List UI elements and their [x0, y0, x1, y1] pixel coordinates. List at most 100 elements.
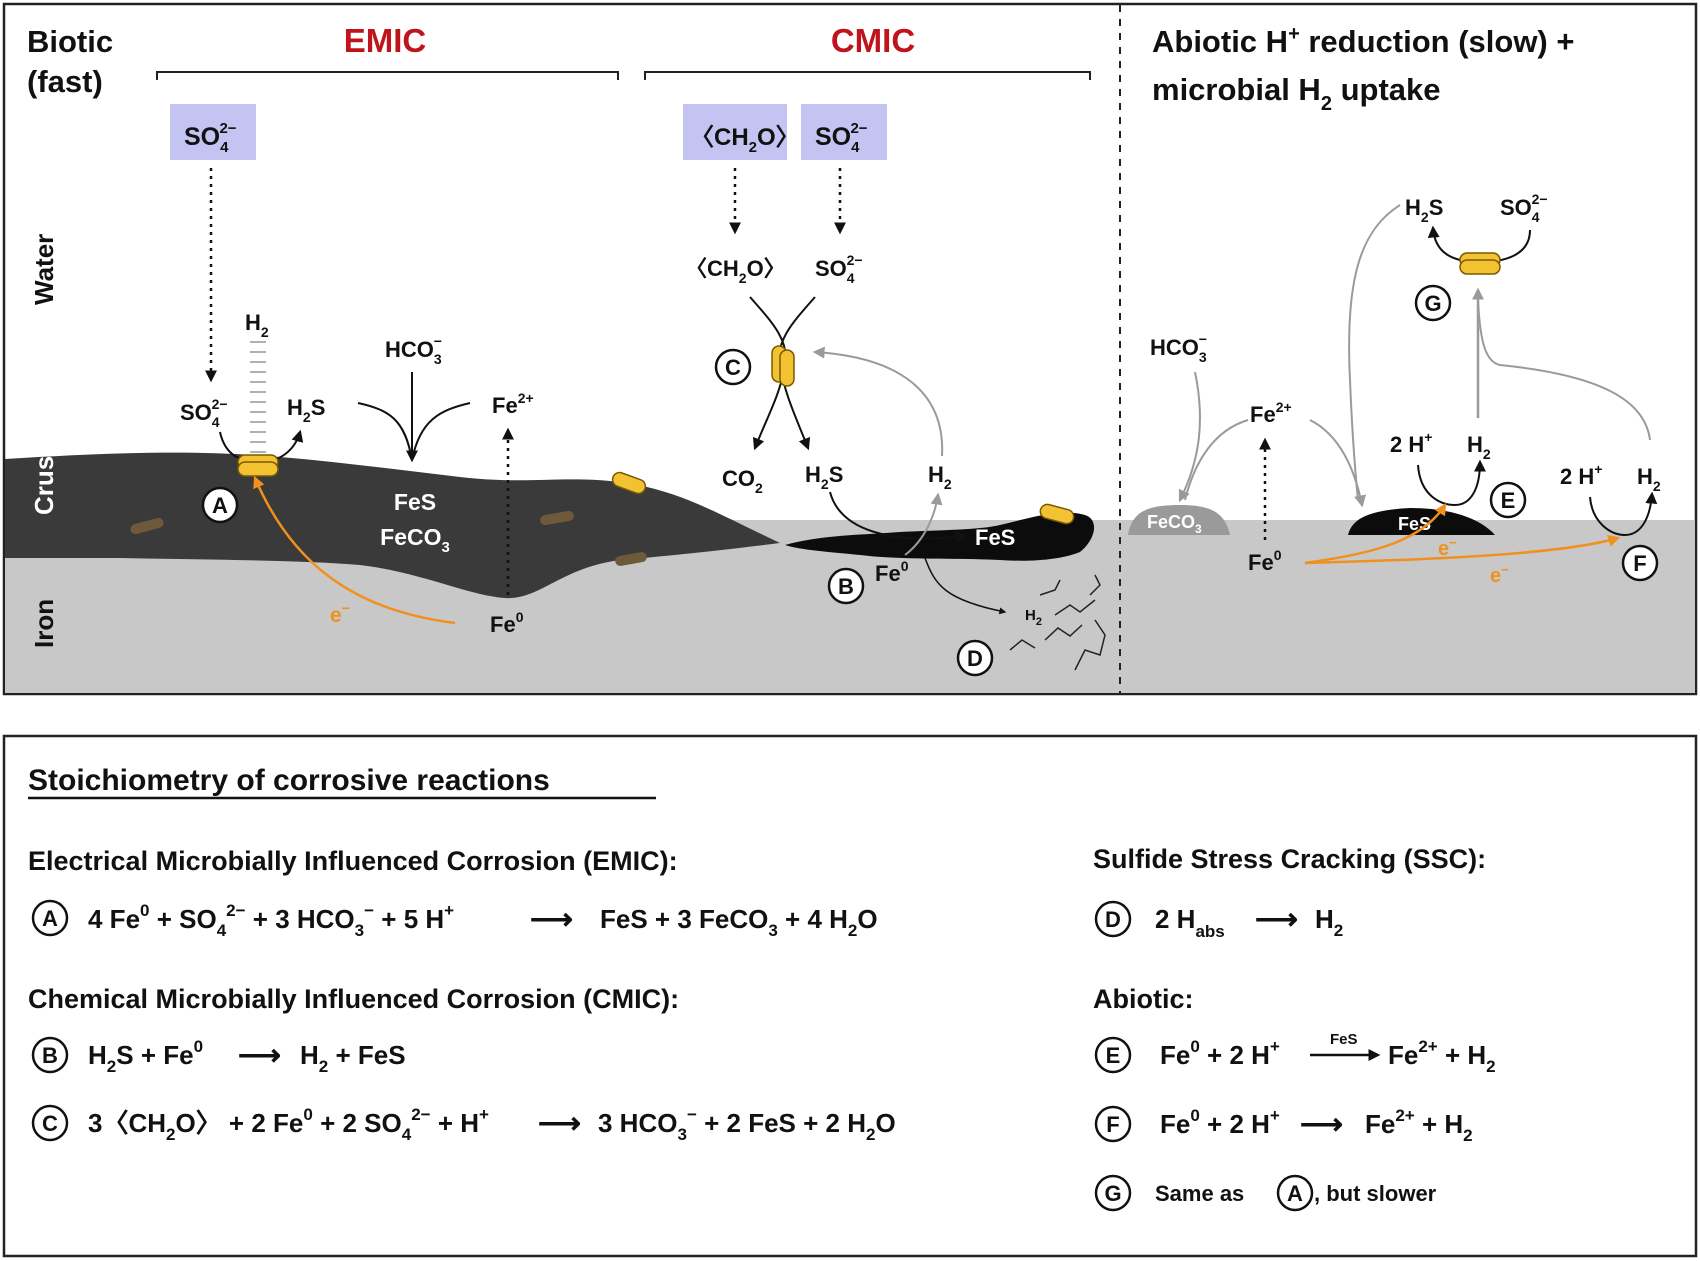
emic-bracket — [156, 71, 619, 80]
sulfate-source-label: SO42− — [184, 120, 237, 156]
sulfate-source-box-cmic — [801, 104, 887, 160]
eq-f-marker-label: F — [1106, 1112, 1119, 1137]
electron-flow-f — [1304, 534, 1621, 565]
eq-c-marker — [31, 1104, 69, 1142]
marker-b — [827, 567, 865, 605]
eq-e-catalyst: FeS — [1330, 1031, 1358, 1048]
microbe-in-crust — [615, 552, 647, 566]
feco3-label-deposit: FeCO3 — [1147, 512, 1202, 536]
microbe-crust-surface — [611, 471, 647, 495]
feco3-deposit — [1128, 505, 1230, 535]
marker-d — [956, 639, 994, 677]
marker-g — [1414, 284, 1452, 322]
iron-layer-mid — [780, 540, 1110, 693]
iron-layer-right — [1110, 532, 1695, 693]
h2-uptake-arrow-f — [1477, 299, 1651, 441]
crust-layer-label: Crust — [29, 447, 59, 515]
top-panel: Biotic (fast) EMIC CMIC Abiotic H+ reduc… — [2, 2, 1698, 696]
cmic-bracket — [644, 71, 1091, 80]
fes-deposit-cmic — [785, 512, 1095, 561]
fe2-label-abiotic: Fe2+ — [1250, 399, 1292, 427]
marker-f — [1621, 544, 1659, 582]
microbe-in-crust — [540, 510, 574, 526]
marker-a-label: A — [212, 493, 228, 518]
eq-b-arrow: ⟶ — [238, 1039, 281, 1072]
marker-a — [201, 486, 239, 524]
marker-f-label: F — [1633, 551, 1646, 576]
sulfate-source-box — [170, 104, 256, 160]
h2-label-f: H2 — [1637, 464, 1661, 494]
organic-source-box — [683, 104, 787, 160]
merge-left-arrow — [357, 402, 413, 461]
crust-layer — [5, 452, 780, 599]
eq-a-lhs: 4 Fe0 + SO42− + 3 HCO3− + 5 H+ — [88, 901, 454, 940]
eq-d-marker-label: D — [1105, 907, 1121, 932]
electron-flow-emic — [253, 475, 456, 625]
iron-layer-label: Iron — [29, 599, 59, 648]
eq-c-marker-label: C — [42, 1111, 58, 1136]
h2-dissipation-lines — [250, 341, 266, 453]
h2-label-e: H2 — [1467, 432, 1491, 462]
eq-e-marker — [1094, 1036, 1132, 1074]
marker-e — [1489, 481, 1527, 519]
e-reaction-arrow — [1417, 459, 1486, 507]
sulfate-label-cmic: SO42− — [815, 252, 863, 286]
bicarbonate-label-abiotic: HCO3− — [1150, 331, 1207, 365]
eq-c-arrow: ⟶ — [538, 1107, 581, 1140]
water-layer-label: Water — [29, 234, 59, 305]
marker-g-label: G — [1424, 291, 1441, 316]
marker-c-label: C — [725, 355, 741, 380]
eq-d-arrow: ⟶ — [1255, 903, 1298, 936]
cmic-title: CMIC — [831, 22, 915, 59]
abiotic-heading: Abiotic: — [1093, 984, 1194, 1014]
protons-label-f: 2 H+ — [1560, 461, 1602, 489]
eq-a-marker — [31, 899, 69, 937]
h2s-to-fes-arrow — [829, 491, 968, 544]
eq-e-marker-label: E — [1106, 1043, 1121, 1068]
microbe-emic — [237, 454, 279, 477]
eq-g-marker-label: G — [1104, 1181, 1121, 1206]
fes-label-crust: FeS — [394, 489, 436, 515]
eq-a-rhs: FeS + 3 FeCO3 + 4 H2O — [600, 904, 878, 940]
h2-absorbed-label: H2 — [1025, 607, 1042, 628]
microbe-cmic-surface — [1039, 503, 1075, 525]
marker-b-label: B — [838, 574, 854, 599]
fe2-label-emic: Fe2+ — [492, 390, 534, 418]
fe2-to-fes-arrow — [1309, 419, 1366, 508]
eq-d-rhs: H2 — [1315, 904, 1343, 940]
eq-f-lhs: Fe0 + 2 H+ — [1160, 1106, 1280, 1139]
h2s-label-cmic: H2S — [805, 462, 843, 492]
merge-right-arrow — [411, 402, 471, 461]
feco3-label-crust: FeCO3 — [380, 524, 450, 556]
microbe-g — [1459, 252, 1501, 275]
fes-label-cmic: FeS — [975, 525, 1015, 550]
eq-b-lhs: H2S + Fe0 — [88, 1037, 203, 1076]
fes-deposit-abiotic — [1348, 508, 1495, 535]
eq-d-lhs: 2 Habs — [1155, 904, 1225, 941]
eq-g-text-end: , but slower — [1314, 1181, 1437, 1206]
h2-label-cmic: H2 — [928, 462, 952, 492]
co2-label: CO2 — [722, 466, 763, 496]
biotic-label-line2: (fast) — [27, 64, 103, 99]
emic-heading: Electrical Microbially Influenced Corros… — [28, 846, 678, 876]
cracks — [1009, 574, 1106, 671]
eq-e-rhs: Fe2+ + H2 — [1388, 1037, 1496, 1076]
sulfate-label-abiotic: SO42− — [1500, 191, 1548, 225]
stoichiometry-panel: Stoichiometry of corrosive reactions Ele… — [2, 734, 1698, 1258]
hydrogen-absorption-arrow — [924, 557, 1007, 615]
h2s-label-emic: H2S — [287, 395, 325, 425]
ssc-heading: Sulfide Stress Cracking (SSC): — [1093, 844, 1486, 874]
biotic-label-line1: Biotic — [27, 24, 113, 59]
eq-e-lhs: Fe0 + 2 H+ — [1160, 1037, 1280, 1070]
stoichiometry-title: Stoichiometry of corrosive reactions — [28, 764, 550, 797]
h2s-label-abiotic: H2S — [1405, 195, 1443, 225]
eq-f-marker — [1094, 1105, 1132, 1143]
protons-label-e: 2 H+ — [1390, 429, 1432, 457]
electron-label-emic: e− — [330, 600, 350, 627]
abiotic-title-line1: Abiotic H+ reduction (slow) + — [1152, 23, 1574, 59]
marker-e-label: E — [1501, 488, 1516, 513]
electron-label-f: e− — [1490, 562, 1509, 587]
h2-uptake-arrow-cmic — [812, 346, 944, 457]
h2s-to-fes-arrow-abiotic — [1348, 204, 1401, 501]
